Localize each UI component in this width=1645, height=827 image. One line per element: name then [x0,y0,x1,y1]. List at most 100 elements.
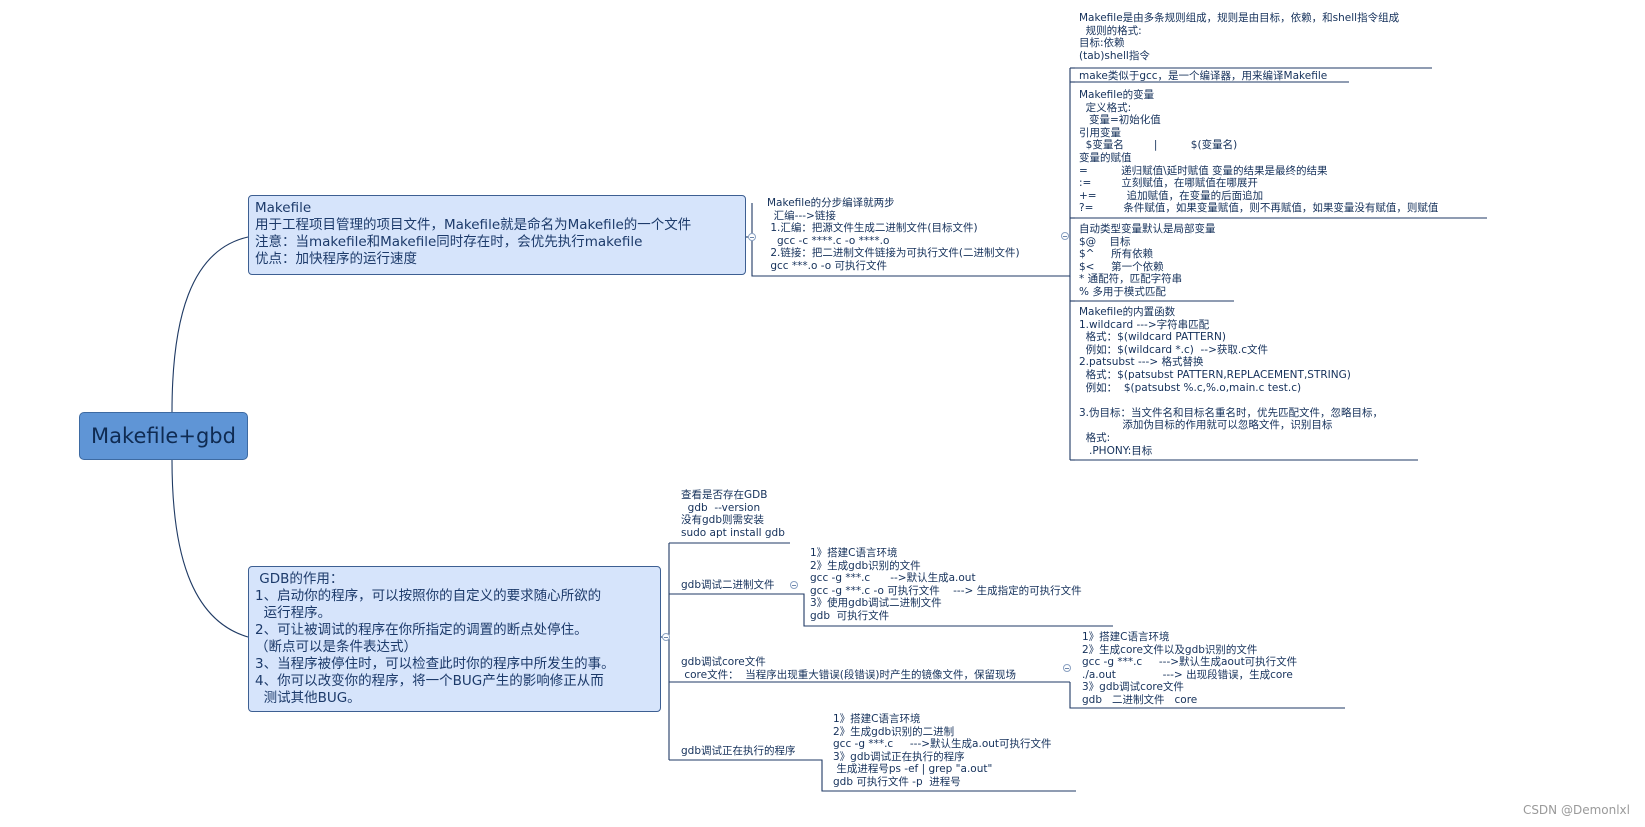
gdb-core-label-node[interactable]: gdb调试core文件 core文件： 当程序出现重大错误(段错误)时产生的镜像… [681,656,1016,681]
text-line: := 立刻赋值，在哪赋值在哪展开 [1079,177,1258,190]
text-line: make类似于gcc，是一个编译器，用来编译Makefile [1079,70,1328,82]
collapse-icon[interactable] [1063,664,1071,672]
gdb-running-label-node[interactable]: gdb调试正在执行的程序 [681,745,796,758]
text-line: ?= 条件赋值，如果变量赋值，则不再赋值，如果变量没有赋值，则赋值 [1079,202,1439,215]
text-line: gcc -c ****.c -o ****.o [767,234,890,247]
text-line: += 追加赋值，在变量的后面追加 [1079,189,1264,202]
text-line: 格式：$(wildcard PATTERN) [1079,331,1226,344]
collapse-icon[interactable] [662,633,670,641]
text-line: 3.伪目标：当文件名和目标名重名时，优先匹配文件，忽略目标， [1079,406,1384,419]
auto-variables-node[interactable]: 自动类型变量默认是局部变量$@ 目标$^ 所有依赖$< 第一个依赖* 通配符，匹… [1079,223,1216,299]
text-line: = 递归赋值\延时赋值 变量的结果是最终的结果 [1079,164,1328,177]
text-line: gcc -g ***.c -->默认生成a.out [810,572,976,585]
text-line: （断点可以是条件表达式） [255,639,417,655]
text-line: 目标:依赖 [1079,37,1125,50]
text-line: 1、启动你的程序，可以按照你的自定义的要求随心所欲的 [255,588,602,604]
text-line: gdb 可执行文件 -p 进程号 [833,775,961,788]
text-line: 1.wildcard --->字符串匹配 [1079,318,1210,331]
gdb-binary-label-node[interactable]: gdb调试二进制文件 [681,579,775,592]
text-line: 2》生成gdb识别的文件 [810,559,921,572]
text-line: gdb 二进制文件 core [1082,693,1198,706]
text-line: Makefile是由多条规则组成，规则是由目标，依赖，和shell指令组成 [1079,12,1400,24]
text-line: 例如： $(patsubst %.c,%.o,main.c test.c) [1079,381,1302,394]
text-line: 2、可让被调试的程序在你所指定的调置的断点处停住。 [255,622,588,638]
text-line: gdb 可执行文件 [810,609,890,622]
root-node[interactable]: Makefile+gbd [79,412,248,460]
text-line: 运行程序。 [255,605,332,621]
text-line: 变量的赋值 [1079,151,1132,164]
text-line: ./a.out ---> 出现段错误，生成core [1082,668,1293,681]
text-line: sudo apt install gdb [681,526,785,539]
text-line: 定义格式: [1079,101,1132,114]
text-line: gdb调试二进制文件 [681,579,775,591]
text-line: 1》搭建C语言环境 [833,713,921,725]
text-line: 自动类型变量默认是局部变量 [1079,223,1216,235]
text-line: $< 第一个依赖 [1079,260,1164,273]
footer-watermark: CSDN @Demonlxl [1522,803,1630,817]
variables-node[interactable]: Makefile的变量 定义格式: 变量=初始化值引用变量 $变量名 | $(变… [1079,89,1438,215]
text-line: 查看是否存在GDB [681,489,768,501]
text-line: 3》gdb调试core文件 [1082,681,1184,694]
text-line: 汇编--->链接 [767,209,836,222]
text-line: 3、当程序被停住时，可以检查此时你的程序中所发生的事。 [255,656,615,672]
text-line [1079,394,1383,407]
text-line: 1.汇编：把源文件生成二进制文件(目标文件) [767,222,978,235]
text-line: 用于工程项目管理的项目文件，Makefile就是命名为Makefile的一个文件 [255,217,692,233]
text-line: 3》gdb调试正在执行的程序 [833,750,965,763]
text-line: 1》搭建C语言环境 [1082,631,1170,643]
text-line: Makefile的变量 [1079,89,1155,101]
text-line: 测试其他BUG。 [255,690,361,706]
text-line: gcc -g ***.c --->默认生成a.out可执行文件 [833,738,1052,751]
text-line: $@ 目标 [1079,235,1131,248]
text-line: % 多用于模式匹配 [1079,285,1166,298]
make-command-node[interactable]: make类似于gcc，是一个编译器，用来编译Makefile [1079,70,1327,83]
text-line: gcc ***.o -o 可执行文件 [767,259,887,272]
root-label: Makefile+gbd [91,424,236,448]
text-line: 变量=初始化值 [1079,114,1161,127]
text-line: 2.patsubst ---> 格式替换 [1079,356,1204,369]
text-line: gdb调试core文件 [681,656,766,668]
text-line: 格式: [1079,431,1111,444]
text-line: .PHONY:目标 [1079,444,1153,457]
text-line: 生成进程号ps -ef | grep "a.out" [833,763,993,776]
text-line: Makefile的分步编译就两步 [767,197,895,209]
text-line: 没有gdb则需安装 [681,514,764,527]
text-line: gdb --version [681,501,761,514]
collapse-icon[interactable] [790,581,798,589]
text-line: Makefile [255,200,312,216]
text-line: 优点：加快程序的运行速度 [255,251,417,267]
text-line: 引用变量 [1079,126,1121,139]
text-line: gcc -g ***.c -o 可执行文件 ---> 生成指定的可执行文件 [810,584,1082,597]
text-line: gdb调试正在执行的程序 [681,745,796,757]
gdb-node[interactable]: GDB的作用：1、启动你的程序，可以按照你的自定义的要求随心所欲的 运行程序。2… [248,566,661,712]
collapse-icon[interactable] [748,233,756,241]
text-line: 2》生成gdb识别的二进制 [833,725,955,738]
text-line: core文件： 当程序出现重大错误(段错误)时产生的镜像文件，保留现场 [681,668,1016,681]
text-line: 例如：$(wildcard *.c) -->获取.c文件 [1079,343,1268,356]
text-line: 1》搭建C语言环境 [810,547,898,559]
text-line: gcc -g ***.c --->默认生成aout可执行文件 [1082,656,1298,669]
text-line: $^ 所有依赖 [1079,248,1154,261]
text-line: * 通配符，匹配字符串 [1079,273,1183,286]
text-line: 添加伪目标的作用就可以忽略文件，识别目标 [1079,419,1333,432]
rules-node[interactable]: Makefile是由多条规则组成，规则是由目标，依赖，和shell指令组成 规则… [1079,12,1399,62]
text-line: 4、你可以改变你的程序，将一个BUG产生的影响修正从而 [255,673,604,689]
text-line: 2.链接：把二进制文件链接为可执行文件(二进制文件) [767,247,1020,260]
text-line: 注意：当makefile和Makefile同时存在时，会优先执行makefile [255,234,643,250]
text-line: GDB的作用： [255,571,344,587]
compile-steps-node[interactable]: Makefile的分步编译就两步 汇编--->链接 1.汇编：把源文件生成二进制… [767,197,1020,273]
text-line: 规则的格式: [1079,24,1142,37]
text-line: $变量名 | $(变量名) [1079,139,1238,152]
text-line: (tab)shell指令 [1079,49,1150,62]
text-line: 3》使用gdb调试二进制文件 [810,597,942,610]
text-line: 2》生成core文件以及gdb识别的文件 [1082,643,1258,656]
text-line: 格式：$(patsubst PATTERN,REPLACEMENT,STRING… [1079,368,1351,381]
collapse-icon[interactable] [1061,232,1069,240]
